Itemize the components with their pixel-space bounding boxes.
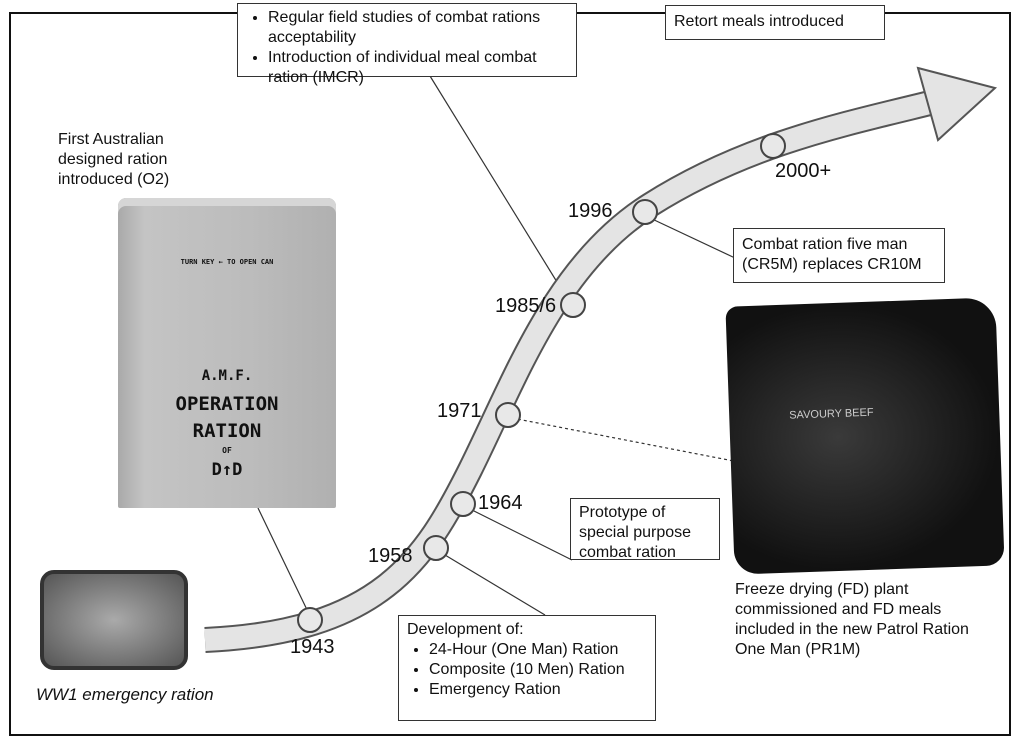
milestone-marker-1958 [423, 535, 449, 561]
cr5m-box: Combat ration five man (CR5M) replaces C… [733, 228, 945, 283]
year-label: 1996 [568, 200, 613, 222]
development-box: Development of: 24-Hour (One Man) Ration… [398, 615, 656, 721]
year-label: 1964 [478, 492, 523, 514]
arrow-head [916, 66, 998, 142]
prototype-box: Prototype of special purpose combat rati… [570, 498, 720, 561]
milestone-marker-1943 [297, 607, 323, 633]
milestone-marker-1985 [560, 292, 586, 318]
leader-line-cr5m [649, 217, 736, 259]
can-text: OF [222, 446, 232, 455]
can-text: A.M.F. [201, 368, 253, 384]
rcam-item: Regular field studies of combat rations … [268, 8, 568, 48]
ww1-caption: WW1 emergency ration [36, 685, 214, 704]
milestone-marker-1964 [450, 491, 476, 517]
can-text: OPERATION [175, 393, 279, 415]
year-label: 1958 [368, 545, 413, 567]
fd-caption: Freeze drying (FD) plant commissioned an… [735, 581, 969, 658]
retort-box: Retort meals introduced [665, 5, 885, 40]
o2-caption: First Australian designed ration introdu… [58, 131, 170, 188]
can-text: D↑D [211, 460, 243, 480]
can-key-text: TURN KEY ← TO OPEN CAN [180, 258, 274, 266]
milestone-marker-1996 [632, 199, 658, 225]
leader-line-rcam [429, 75, 566, 296]
year-label: 1943 [290, 636, 335, 658]
development-item: Emergency Ration [429, 680, 647, 700]
year-label: 2000+ [775, 160, 832, 182]
milestone-marker-1971 [495, 402, 521, 428]
leader-line-prototype [467, 507, 573, 561]
development-item: Composite (10 Men) Ration [429, 660, 647, 680]
o2-ration-can-image: TURN KEY ← TO OPEN CAN A.M.F. OPERATION … [118, 198, 336, 508]
timeline-band [204, 92, 933, 651]
ww1-ration-tin-image [40, 570, 188, 670]
rcam-box: Regular field studies of combat rations … [237, 3, 577, 86]
development-title: Development of: [407, 621, 524, 638]
freeze-dried-meal-image: SAVOURY BEEF [725, 297, 1005, 575]
development-item: 24-Hour (One Man) Ration [429, 640, 647, 660]
bag-text: SAVOURY BEEF [789, 406, 874, 422]
can-text: RATION [192, 420, 262, 442]
rcam-item: Introduction of individual meal combat r… [268, 48, 568, 88]
milestone-marker-2000 [760, 133, 786, 159]
year-label: 1985/6 [495, 295, 557, 317]
leader-line-o2 [257, 507, 311, 617]
year-label: 1971 [437, 400, 482, 422]
leader-line-development [439, 551, 546, 616]
